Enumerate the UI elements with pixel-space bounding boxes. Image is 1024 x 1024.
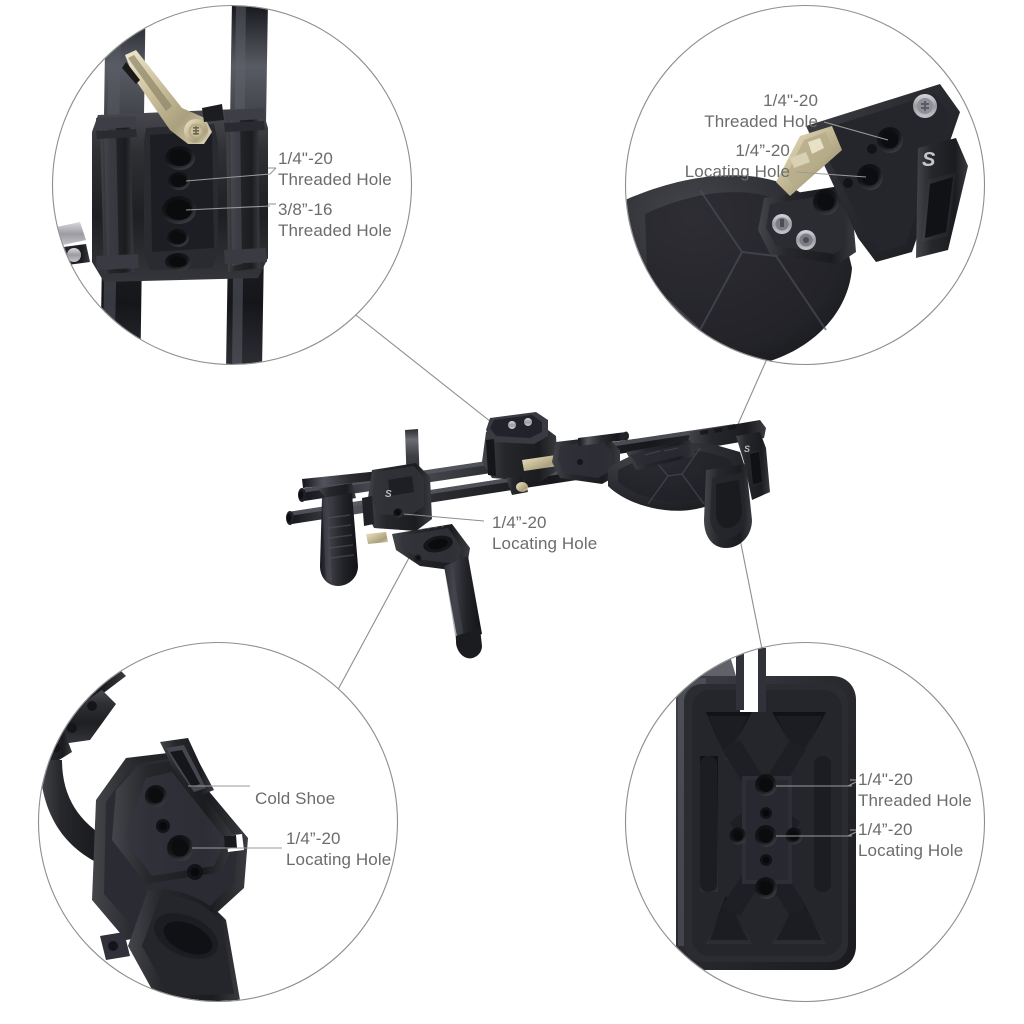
label-quarter-locating-hole-br: 1/4”-20 Locating Hole	[858, 820, 964, 860]
detail-top-right-content: S	[626, 6, 984, 364]
plate-top-slot	[740, 650, 760, 712]
detail-tl-leaders	[185, 167, 277, 211]
shoulder-pad-assembly: S	[608, 420, 770, 548]
label-quarter-locating-hole-bl: 1/4”-20 Locating Hole	[286, 829, 392, 869]
leader-br-locating	[776, 831, 857, 837]
clamp-collar-left	[96, 116, 137, 139]
leader-tr-threaded	[823, 121, 889, 141]
leader-threeeighth-threaded	[185, 205, 271, 211]
plate-hole-cluster	[729, 774, 803, 899]
clamp-cam-lever	[122, 50, 212, 144]
locating-hole-plate-2	[843, 178, 853, 188]
release-lever	[522, 455, 558, 471]
left-rod-clamp: S	[362, 463, 432, 544]
label-quarter-locating-hole-tr: 1/4”-20 Locating Hole	[684, 141, 790, 181]
detail-tr-leaders	[795, 121, 889, 178]
connector-top-left	[351, 311, 506, 434]
grip-ridges	[327, 514, 355, 559]
detail-bl-leaders	[188, 785, 282, 849]
detail-circle-top-right	[624, 4, 986, 366]
brand-logo-s-detail: S	[922, 149, 936, 171]
pad-top-plate	[688, 420, 766, 450]
leader-br-threaded	[776, 781, 857, 787]
extension-rod	[444, 556, 482, 642]
detail-circle-top-left	[51, 4, 413, 366]
label-quarter-locating-hole-main: 1/4”-20 Locating Hole	[492, 513, 598, 553]
qr-screw-1	[508, 421, 516, 429]
cold-shoe-handle-body	[92, 738, 248, 1001]
label-quarter-threaded-hole-tl: 1/4"-20 Threaded Hole	[278, 149, 392, 189]
main-rig-assembly: S	[286, 412, 770, 659]
clamp-hole-column	[162, 146, 196, 271]
thumb-screw	[516, 482, 528, 492]
clamp-collar-right	[224, 108, 265, 132]
detail-br-leaders	[776, 779, 857, 837]
qr-screw-2	[524, 418, 532, 426]
label-cold-shoe: Cold Shoe	[255, 789, 336, 808]
clamp-lock-pin	[366, 532, 388, 544]
rosette-extension-arm	[392, 524, 482, 659]
top-quick-release-clamp	[482, 412, 558, 495]
centre-rail-block	[552, 436, 620, 484]
detail-bottom-left-content	[39, 643, 397, 1001]
locating-hole-plate-1	[867, 144, 877, 154]
side-handle-grip	[318, 483, 358, 586]
detail-top-left-content	[53, 6, 411, 364]
detail-bottom-right-content	[626, 643, 984, 1001]
leader-quarter-threaded	[185, 167, 277, 182]
brand-logo-s-pad: S	[744, 444, 750, 454]
connector-bottom-left	[333, 542, 418, 698]
label-quarter-threaded-hole-tr: 1/4"-20 Threaded Hole	[704, 91, 818, 131]
label-quarter-threaded-hole-br: 1/4"-20 Threaded Hole	[858, 770, 972, 810]
pad-mount-plate: S	[806, 84, 968, 262]
detail-circle-bottom-right	[624, 641, 986, 1003]
leader-tr-locating	[795, 171, 867, 178]
leader-main-locating-hole	[403, 513, 485, 522]
brand-logo-s: S	[385, 489, 392, 500]
detail-circle-bottom-left	[37, 641, 399, 1003]
label-three-eighth-threaded-hole-tl: 3/8”-16 Threaded Hole	[278, 200, 392, 240]
short-top-rod	[578, 431, 629, 446]
